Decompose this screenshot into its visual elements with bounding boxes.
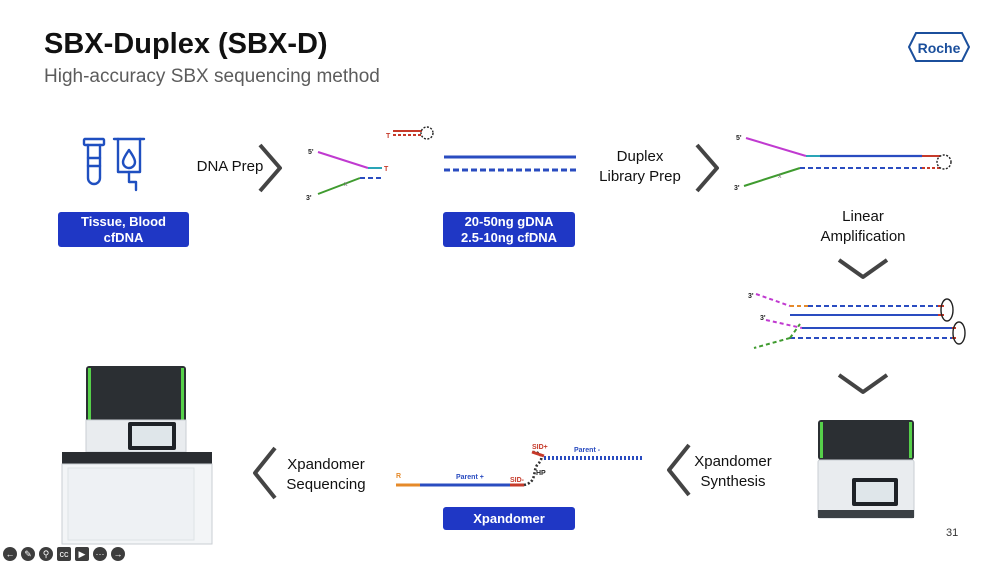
chevron-down-icon [837, 373, 889, 394]
page-subtitle: High-accuracy SBX sequencing method [44, 66, 380, 87]
xpandomer-badge-label: Xpandomer [473, 510, 545, 526]
xpandomer-badge: Xpandomer [443, 507, 575, 530]
chevron-right-icon [695, 143, 719, 193]
three-prime-label: 3' [734, 185, 740, 192]
roche-logo: Roche [907, 32, 971, 62]
video-icon[interactable]: ▶ [75, 547, 89, 561]
captions-icon[interactable]: cc [57, 547, 71, 561]
parent-minus-label: Parent - [574, 447, 601, 454]
sid-plus-label: SID+ [532, 444, 548, 451]
chevron-right-icon [258, 143, 282, 193]
page-title: SBX-Duplex (SBX-D) [44, 28, 328, 60]
step-linear-line1: Linear [842, 208, 884, 225]
chevron-left-icon [253, 446, 277, 500]
dna-fragment-diagram: x 5' 3' T T [306, 126, 434, 202]
duplex-library-diagram: x 5' 3' [734, 135, 952, 192]
tissue-blood-icon [82, 137, 146, 192]
three-prime-label: 3' [306, 195, 312, 202]
forward-icon[interactable]: → [111, 547, 125, 561]
t-adapter-label: T [386, 133, 391, 140]
sid-minus-label: SID- [510, 477, 525, 484]
sample-badge-line1: Tissue, Blood [81, 213, 166, 229]
pen-icon[interactable]: ✎ [21, 547, 35, 561]
step-duplex-line2: Library Prep [599, 168, 681, 185]
sequencing-instrument-image [61, 366, 213, 545]
sample-badge-line2: cfDNA [103, 229, 144, 245]
three-prime-label: 3' [748, 293, 754, 300]
svg-text:x: x [778, 173, 782, 180]
linear-amplification-diagram: 3' 3' [748, 293, 966, 349]
step-duplex-library-prep: Duplex Library Prep [588, 147, 692, 187]
step-sequencing-line2: Sequencing [286, 476, 366, 493]
gdna-strands-diagram [444, 155, 576, 172]
five-prime-label: 5' [308, 149, 314, 156]
chevron-down-icon [837, 258, 889, 279]
parent-plus-label: Parent + [456, 474, 484, 481]
svg-text:x: x [344, 181, 348, 188]
step-linear-line2: Amplification [820, 228, 906, 245]
sample-badge: Tissue, Blood cfDNA [58, 212, 189, 247]
r-label: R [396, 473, 401, 480]
three-prime-label: 3' [760, 315, 766, 322]
roche-logo-hexagon [907, 32, 971, 62]
xpandomer-molecule-diagram: R Parent + SID- HP SID+ Parent - [396, 444, 644, 487]
chevron-left-icon [667, 443, 691, 497]
back-icon[interactable]: ← [3, 547, 17, 561]
step-sequencing-line1: Xpandomer [287, 456, 365, 473]
presentation-toolbar: ← ✎ ⚲ cc ▶ ··· → [0, 545, 133, 563]
input-amount-badge: 20-50ng gDNA 2.5-10ng cfDNA [443, 212, 575, 247]
step-synthesis-line2: Synthesis [700, 473, 766, 490]
t-overhang-label: T [384, 166, 389, 173]
step-synthesis-line1: Xpandomer [694, 453, 772, 470]
step-linear-amplification: Linear Amplification [806, 207, 920, 247]
hp-label: HP [536, 470, 546, 477]
synthesis-instrument-image [817, 420, 915, 519]
step-duplex-line1: Duplex [616, 148, 664, 165]
roche-logo-text: Roche [917, 40, 961, 56]
page-number: 31 [946, 527, 959, 539]
step-dna-prep: DNA Prep [196, 158, 264, 175]
more-icon[interactable]: ··· [93, 547, 107, 561]
step-xpandomer-sequencing: Xpandomer Sequencing [278, 455, 374, 495]
step-xpandomer-synthesis: Xpandomer Synthesis [686, 452, 780, 492]
five-prime-label: 5' [736, 135, 742, 142]
input-amount-line1: 20-50ng gDNA [464, 213, 554, 229]
zoom-icon[interactable]: ⚲ [39, 547, 53, 561]
input-amount-line2: 2.5-10ng cfDNA [460, 229, 558, 245]
